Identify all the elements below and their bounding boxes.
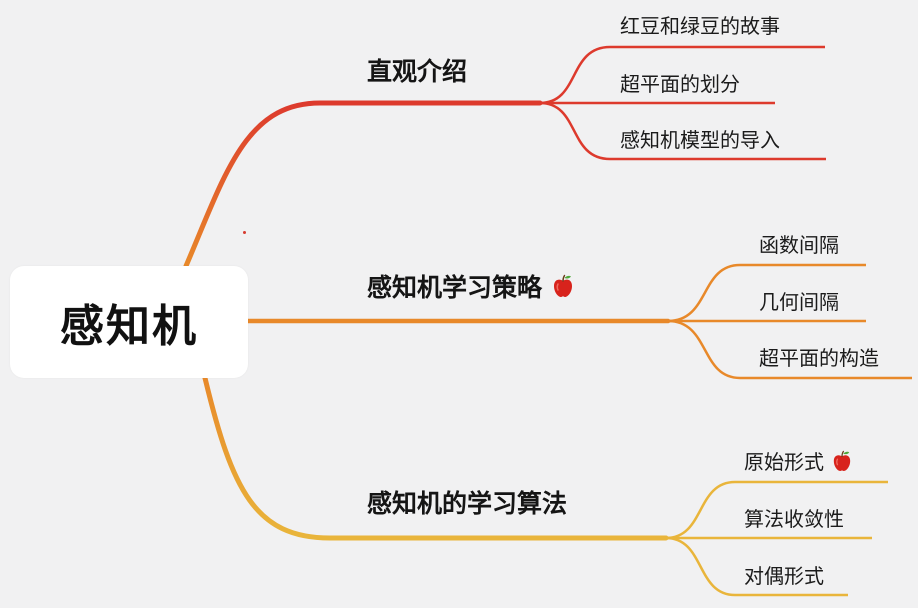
leaf-intro-2[interactable]: 超平面的划分 — [620, 68, 740, 97]
leaf-strategy-2[interactable]: 几何间隔 — [759, 286, 839, 315]
apple-icon — [552, 274, 574, 298]
red-dot-marker — [243, 231, 246, 234]
connector-root-algorithm — [202, 375, 669, 541]
leaf-strategy-3[interactable]: 超平面的构造 — [759, 342, 879, 371]
leaf-strategy-2-label: 几何间隔 — [759, 290, 839, 314]
connector-algorithm-leaf-1 — [665, 480, 888, 540]
branch-algorithm[interactable]: 感知机的学习算法 — [367, 484, 567, 520]
apple-icon — [832, 450, 852, 472]
leaf-strategy-1-label: 函数间隔 — [759, 233, 839, 257]
branch-intro[interactable]: 直观介绍 — [367, 52, 467, 88]
connector-intro-leaf-3 — [539, 101, 826, 161]
leaf-intro-3[interactable]: 感知机模型的导入 — [620, 124, 780, 153]
connector-root-intro — [183, 100, 543, 269]
leaf-algorithm-3[interactable]: 对偶形式 — [744, 560, 824, 589]
branch-strategy[interactable]: 感知机学习策略 — [367, 268, 574, 304]
connector-strategy-leaf-3 — [667, 319, 912, 380]
leaf-intro-1-label: 红豆和绿豆的故事 — [620, 14, 780, 38]
leaf-strategy-1[interactable]: 函数间隔 — [759, 229, 839, 258]
leaf-algorithm-2[interactable]: 算法收敛性 — [744, 503, 844, 532]
connector-intro-leaf-1 — [539, 45, 825, 105]
leaf-strategy-3-label: 超平面的构造 — [759, 346, 879, 370]
leaf-intro-2-label: 超平面的划分 — [620, 72, 740, 96]
branch-strategy-label: 感知机学习策略 — [367, 273, 543, 302]
branch-intro-label: 直观介绍 — [367, 57, 468, 86]
leaf-algorithm-1-label: 原始形式 — [744, 450, 824, 474]
connector-algorithm-leaf-3 — [665, 536, 848, 597]
root-node-label: 感知机 — [60, 301, 198, 352]
leaf-intro-3-label: 感知机模型的导入 — [620, 128, 780, 152]
leaf-algorithm-2-label: 算法收敛性 — [744, 507, 844, 531]
leaf-intro-1[interactable]: 红豆和绿豆的故事 — [620, 10, 780, 39]
connector-strategy-leaf-1 — [667, 263, 866, 323]
branch-algorithm-label: 感知机的学习算法 — [367, 489, 568, 518]
root-node[interactable]: 感知机 — [10, 266, 248, 378]
leaf-algorithm-3-label: 对偶形式 — [744, 564, 824, 588]
leaf-algorithm-1[interactable]: 原始形式 — [744, 446, 852, 475]
